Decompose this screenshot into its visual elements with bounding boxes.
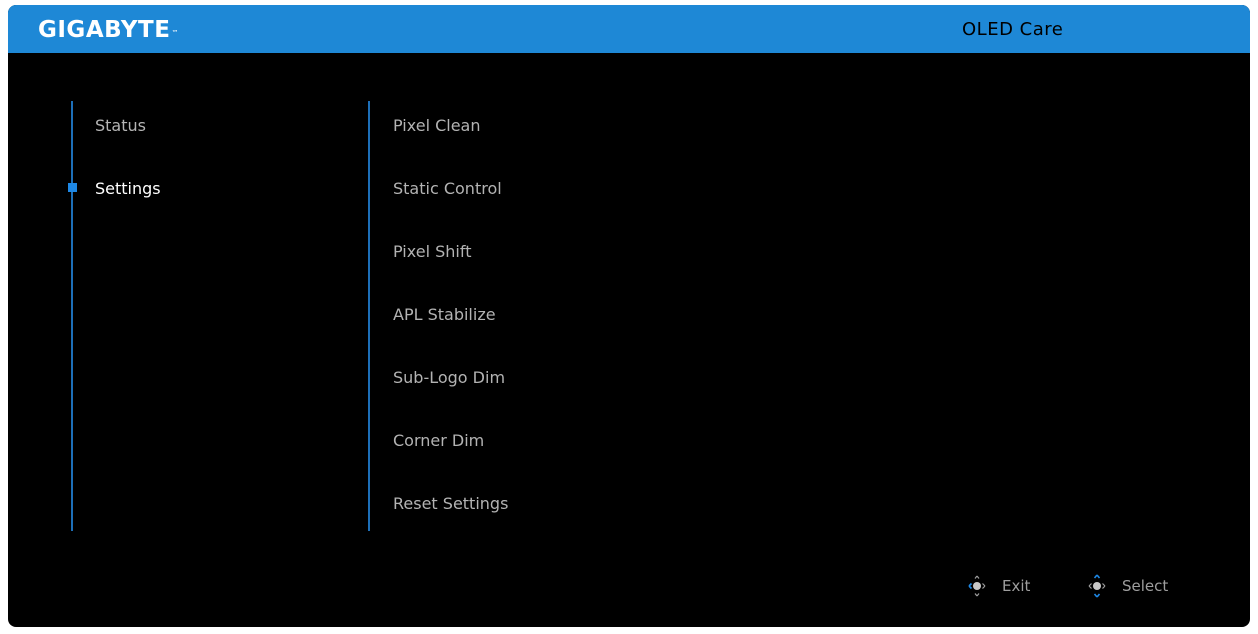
sub-menu-divider: [368, 101, 370, 531]
brand-name: GIGABYTE: [38, 17, 171, 43]
osd-window: GIGABYTE™ OLED Care Status Settings Pixe…: [8, 5, 1250, 627]
submenu-item-corner-dim[interactable]: Corner Dim: [393, 431, 485, 450]
brand-trademark: ™: [171, 29, 179, 37]
menu-item-settings[interactable]: Settings: [95, 179, 161, 198]
submenu-item-sub-logo-dim[interactable]: Sub-Logo Dim: [393, 368, 506, 387]
submenu-item-apl-stabilize[interactable]: APL Stabilize: [393, 305, 496, 324]
submenu-item-pixel-clean[interactable]: Pixel Clean: [393, 116, 481, 135]
submenu-item-static-control[interactable]: Static Control: [393, 179, 502, 198]
menu-item-status[interactable]: Status: [95, 116, 146, 135]
header-bar: GIGABYTE™ OLED Care: [8, 5, 1250, 53]
joystick-up-down-icon: [1088, 574, 1106, 598]
submenu-item-pixel-shift[interactable]: Pixel Shift: [393, 242, 472, 261]
exit-label: Exit: [1002, 577, 1031, 595]
active-marker-icon: [68, 183, 77, 192]
brand-logo: GIGABYTE™: [38, 16, 178, 44]
select-label: Select: [1122, 577, 1169, 595]
submenu-item-reset-settings[interactable]: Reset Settings: [393, 494, 509, 513]
joystick-left-icon: [968, 575, 986, 597]
page-title: OLED Care: [962, 19, 1064, 40]
left-menu-divider: [71, 101, 73, 531]
